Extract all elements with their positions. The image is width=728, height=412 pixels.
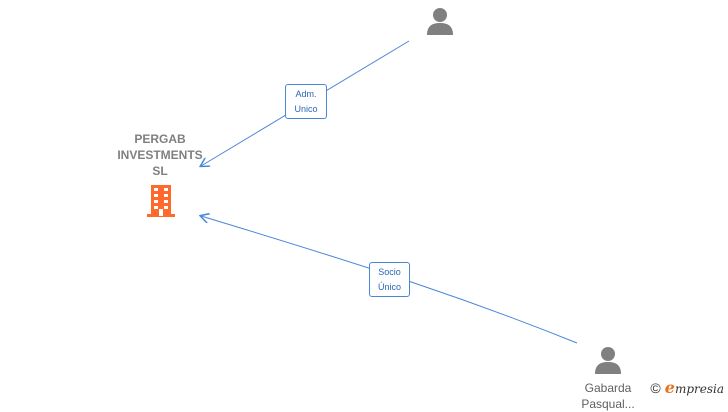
brand-logo: empresia — [664, 378, 724, 397]
person-bottom-label[interactable]: Gabarda Pasqual... — [581, 381, 635, 411]
person-top-icon[interactable] — [425, 6, 455, 41]
relation-edges — [0, 40, 578, 344]
empresia-watermark: © empresia — [650, 378, 724, 397]
person-bottom-icon[interactable] — [593, 345, 623, 380]
company-name[interactable]: PERGAB INVESTMENTS SL — [117, 132, 203, 178]
edge-label-adm-unico: Adm. Unico — [285, 84, 327, 119]
building-icon[interactable] — [145, 184, 177, 223]
edge-socio-unico — [201, 216, 578, 344]
copyright-symbol: © — [650, 379, 661, 396]
edge-label-socio-unico: Socio Único — [369, 262, 410, 297]
